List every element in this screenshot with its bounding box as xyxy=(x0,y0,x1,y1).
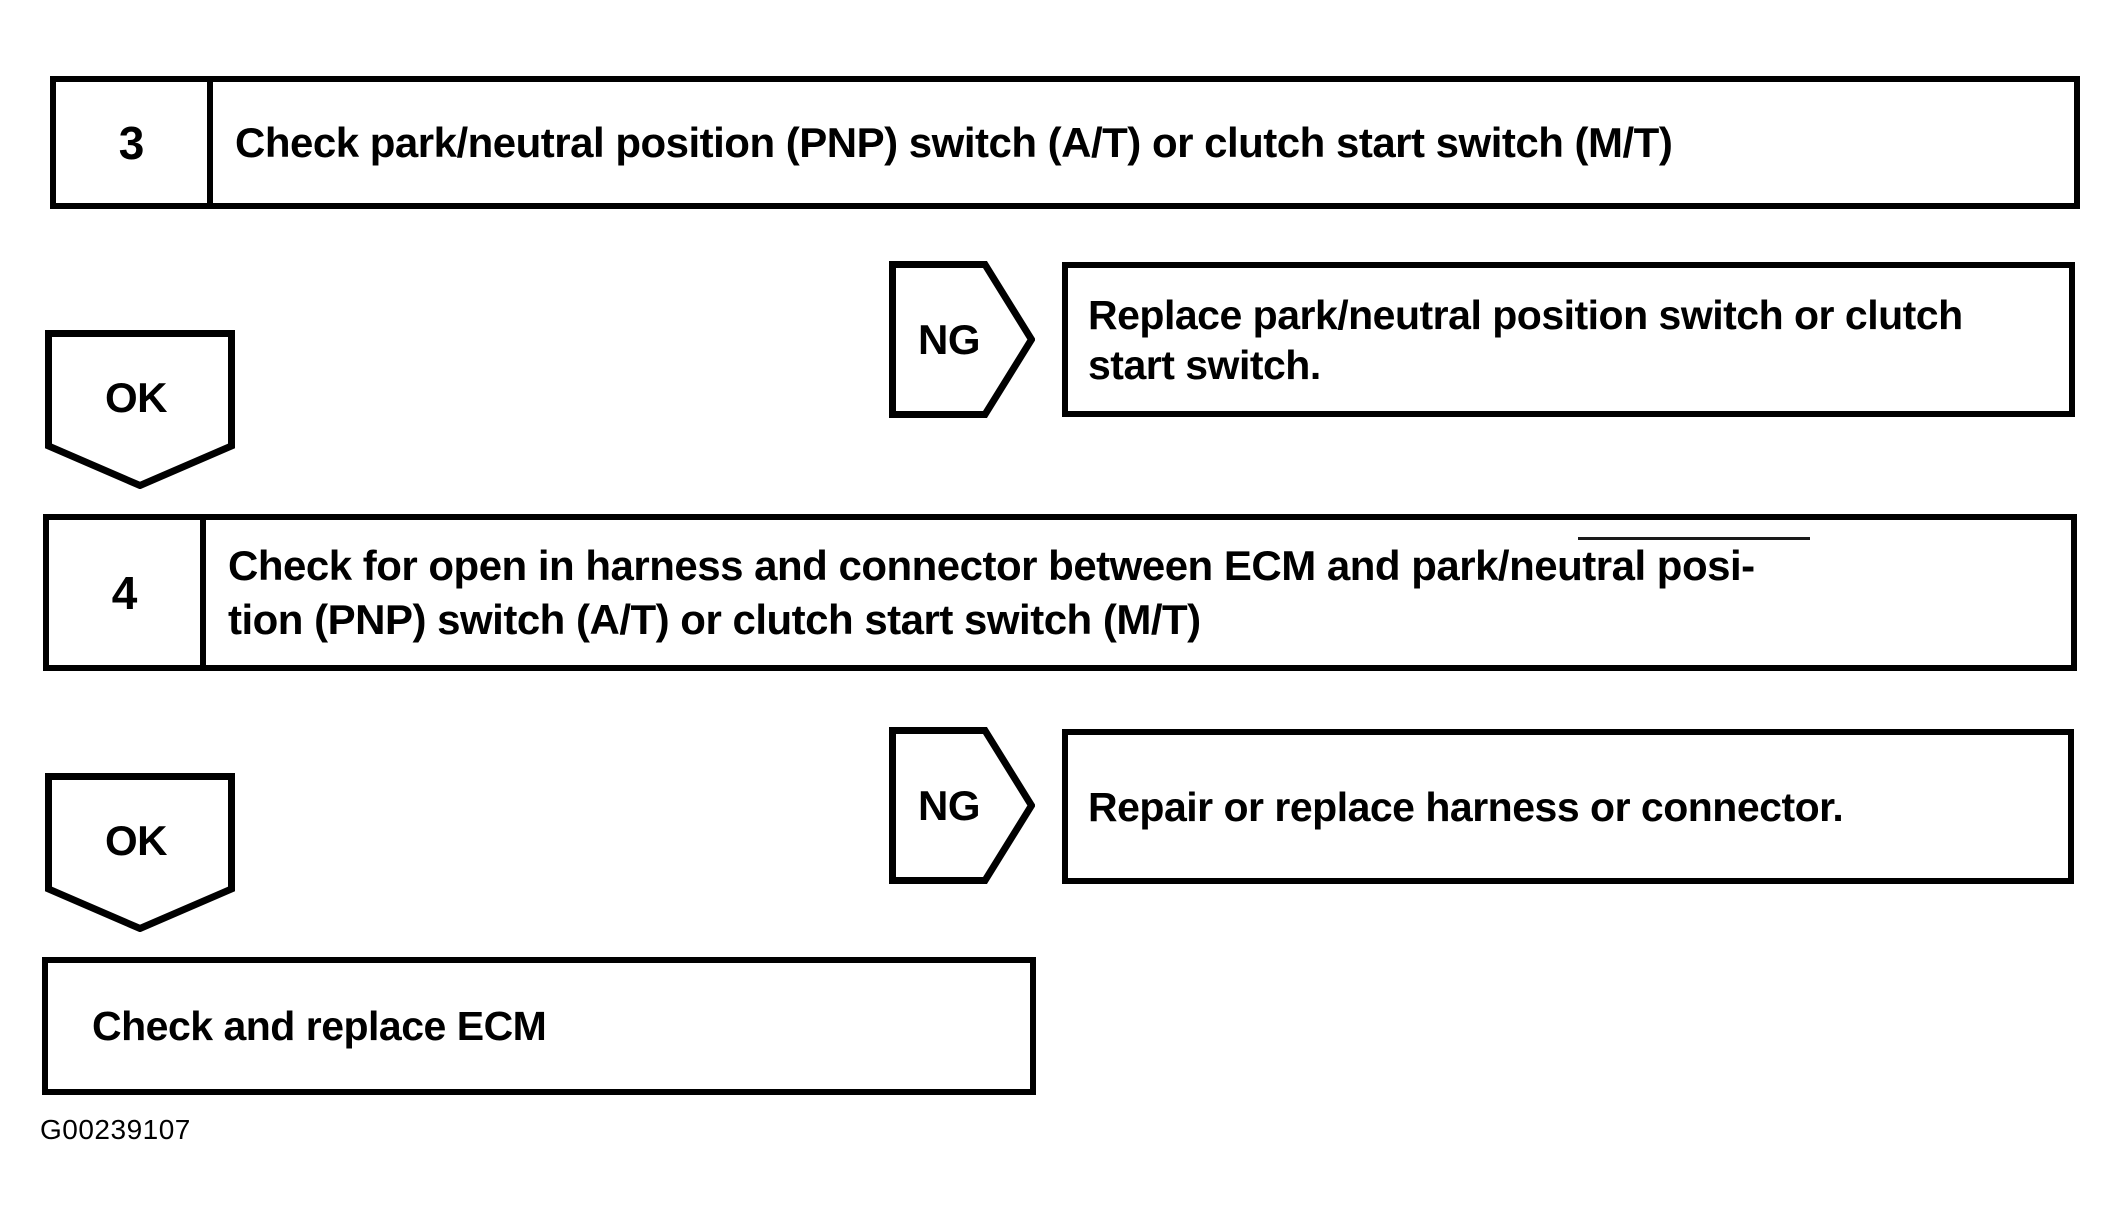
ng-pentagon-shape xyxy=(889,261,1035,418)
ng-label-2: NG xyxy=(918,781,981,829)
step-4-text-line: Check for open in harness and connector … xyxy=(228,541,1755,589)
step-4-number: 4 xyxy=(49,520,206,665)
ok-label-1: OK xyxy=(105,374,168,421)
action-box-repair-harness: Repair or replace harness or connector. xyxy=(1062,729,2074,884)
figure-id: G00239107 xyxy=(40,1114,191,1145)
step-3-text-line: Check park/neutral position (PNP) switch… xyxy=(235,118,1673,166)
ng-label-1: NG xyxy=(918,315,981,363)
ng-arrow-2: NG xyxy=(889,727,1035,884)
final-box-check-ecm: Check and replace ECM xyxy=(42,957,1036,1095)
step-4-box: 4 Check for open in harness and connecto… xyxy=(43,514,2077,671)
action-text-line: start switch. xyxy=(1088,341,1321,388)
step-3-number: 3 xyxy=(56,82,213,203)
action-text-line: Repair or replace harness or connector. xyxy=(1088,783,1844,830)
ng-arrow-1: NG xyxy=(889,261,1035,418)
ok-pentagon-shape xyxy=(45,330,235,489)
ok-connector-2: OK xyxy=(45,773,235,932)
final-text-line: Check and replace ECM xyxy=(92,1003,547,1049)
ok-connector-1: OK xyxy=(45,330,235,489)
step-3-box: 3 Check park/neutral position (PNP) swit… xyxy=(50,76,2080,209)
action-text-line: Replace park/neutral position switch or … xyxy=(1088,291,1963,338)
action-box-replace-switch: Replace park/neutral position switch or … xyxy=(1062,262,2075,417)
ng-pentagon-shape xyxy=(889,727,1035,884)
scan-artifact-line xyxy=(1578,537,1810,540)
ok-label-2: OK xyxy=(105,817,168,864)
step-4-text-line: tion (PNP) switch (A/T) or clutch start … xyxy=(228,595,1201,643)
ok-pentagon-shape xyxy=(45,773,235,932)
